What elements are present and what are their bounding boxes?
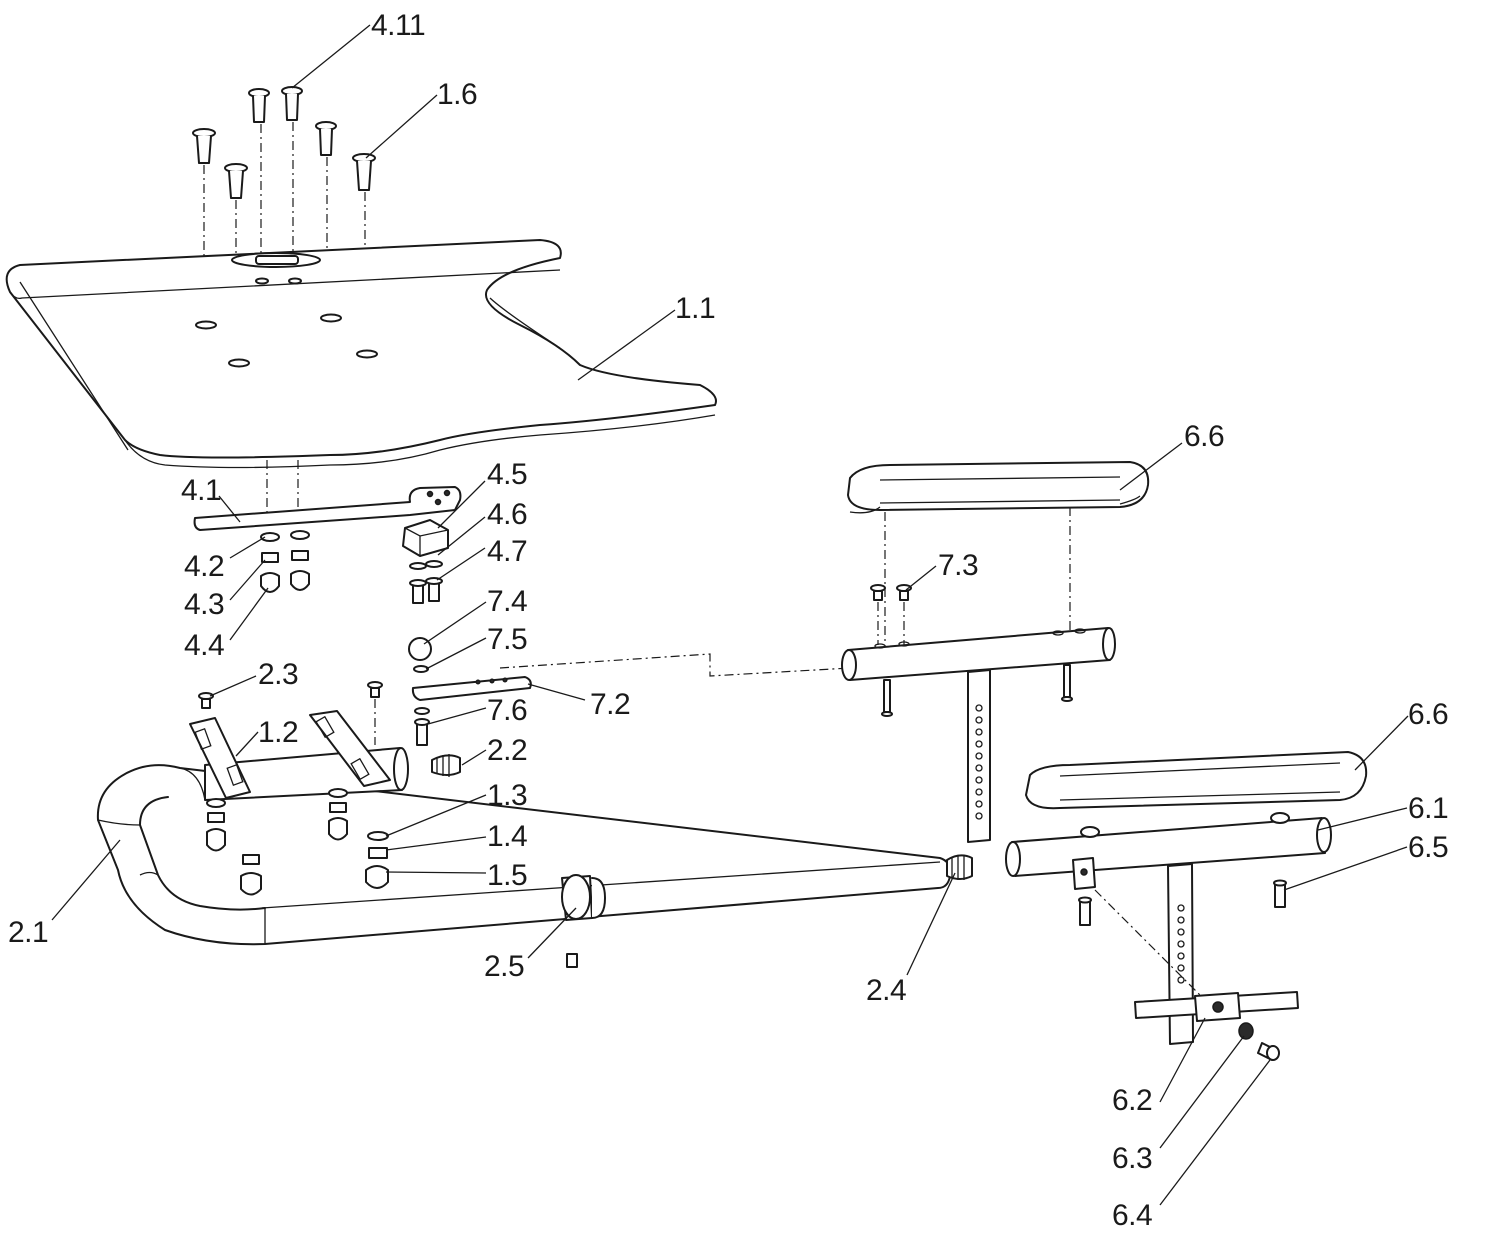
- label-6.1: 6.1: [1408, 792, 1448, 825]
- armrest-tube-rear: [841, 627, 1116, 717]
- label-4.4: 4.4: [184, 629, 224, 662]
- fastener-stack-4.2-4.4: [260, 530, 310, 593]
- upright-rear: [967, 669, 991, 843]
- label-2.5: 2.5: [484, 950, 524, 983]
- label-7.2: 7.2: [590, 688, 630, 721]
- label-6.6-rear: 6.6: [1184, 420, 1224, 453]
- screw-7.6: [414, 707, 430, 746]
- armrest-pad-rear: [847, 461, 1150, 514]
- label-4.7: 4.7: [487, 535, 527, 568]
- label-1.4: 1.4: [487, 820, 527, 853]
- label-4.2: 4.2: [184, 550, 224, 583]
- label-6.2: 6.2: [1112, 1084, 1152, 1117]
- label-4.1: 4.1: [181, 474, 221, 507]
- label-7.5: 7.5: [487, 623, 527, 656]
- label-6.5: 6.5: [1408, 831, 1448, 864]
- bracket-plates-1.2: [189, 710, 391, 799]
- tray-1.1: [5, 239, 717, 469]
- fastener-stack-4.6-4.7: [409, 560, 443, 604]
- screw: [192, 128, 216, 164]
- label-1.5: 1.5: [487, 859, 527, 892]
- clamp-2.5: [561, 874, 606, 968]
- label-4.5: 4.5: [487, 458, 527, 491]
- screw: [224, 163, 248, 199]
- label-2.4: 2.4: [866, 974, 906, 1007]
- label-2.2: 2.2: [487, 734, 527, 767]
- label-1.3: 1.3: [487, 779, 527, 812]
- screws-7.3: [870, 584, 912, 601]
- knob-7.4: [408, 637, 432, 673]
- slide-plate-7.2: [411, 676, 532, 701]
- bracket-4.1: [193, 486, 462, 531]
- label-4.3: 4.3: [184, 588, 224, 621]
- frame-nuts: [206, 788, 389, 896]
- label-6.6-front: 6.6: [1408, 698, 1448, 731]
- label-2.1: 2.1: [8, 916, 48, 949]
- plug-2.4: [946, 854, 973, 880]
- clamp-6.2: [1134, 991, 1299, 1022]
- block-4.5: [402, 519, 449, 557]
- tray-screws: [192, 86, 376, 199]
- bolts-6.3-6.4: [1238, 1022, 1280, 1061]
- label-1.6: 1.6: [437, 78, 477, 111]
- plug-2.2: [431, 754, 461, 777]
- label-7.6: 7.6: [487, 694, 527, 727]
- part-labels: 4.11 1.6 1.1 6.6 4.1 4.5 4.6 4.7 4.2 4.3…: [8, 9, 1449, 1232]
- upright-front: [1167, 863, 1194, 1045]
- screws-2.3: [198, 681, 383, 709]
- label-2.3: 2.3: [258, 658, 298, 691]
- label-1.2: 1.2: [258, 716, 298, 749]
- label-4.6: 4.6: [487, 498, 527, 531]
- label-4.11: 4.11: [371, 9, 425, 42]
- screw: [315, 121, 337, 156]
- armrest-pad-front: [1025, 751, 1368, 810]
- label-7.4: 7.4: [487, 585, 527, 618]
- screw: [248, 88, 270, 123]
- leader-lines: [51, 24, 1409, 1206]
- armrest-tube-front: [1005, 812, 1332, 926]
- screw: [281, 86, 303, 121]
- label-1.1: 1.1: [675, 292, 715, 325]
- screw: [352, 153, 376, 191]
- label-7.3: 7.3: [938, 549, 978, 582]
- label-6.4: 6.4: [1112, 1199, 1152, 1232]
- label-6.3: 6.3: [1112, 1142, 1152, 1175]
